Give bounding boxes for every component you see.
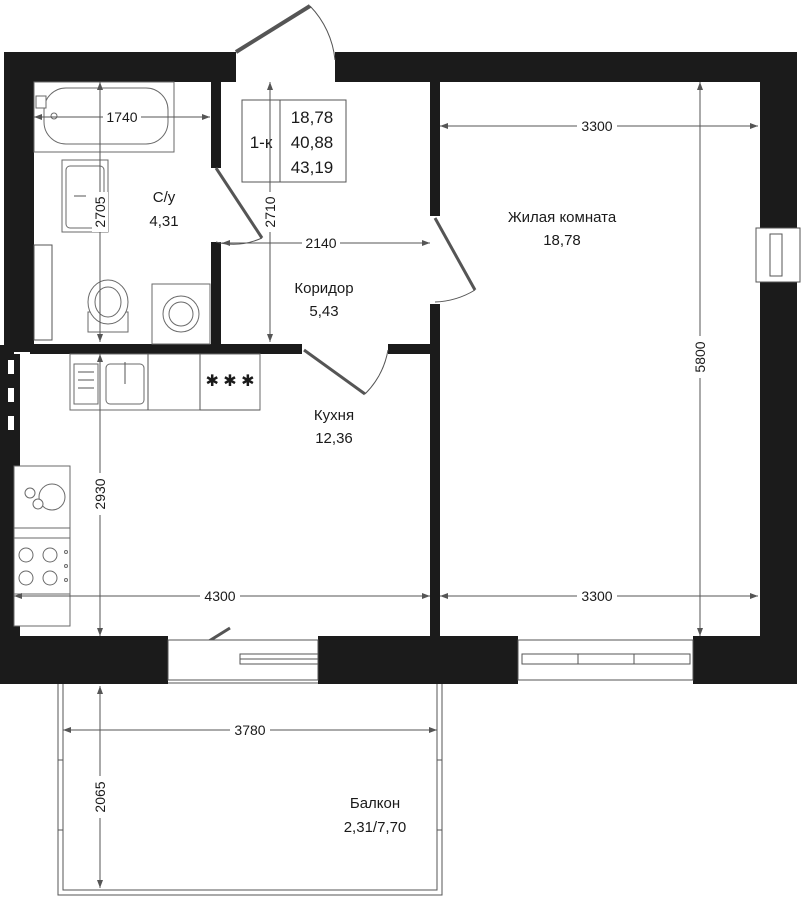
cooktop-asterisks: ✱ ✱ ✱ xyxy=(205,373,254,390)
room-area-balcony: 2,31/7,70 xyxy=(344,819,407,836)
svg-text:✱ ✱ ✱: ✱ ✱ ✱ xyxy=(205,373,254,390)
room-area-bathroom: 4,31 xyxy=(149,213,178,230)
walls xyxy=(0,52,797,684)
living-area-value: 18,78 xyxy=(291,108,334,127)
area-summary: 1-к 18,78 40,88 43,19 xyxy=(241,99,347,183)
total-area-value: 40,88 xyxy=(291,133,334,152)
washing-machine-icon xyxy=(151,283,211,345)
dim-balcony-width: 3780 xyxy=(234,722,265,738)
room-name-balcony: Балкон xyxy=(350,795,400,812)
dimension-labels: 1740 2705 2710 2140 3300 5800 3300 2930 … xyxy=(92,108,708,818)
toilet-icon xyxy=(87,279,129,333)
room-labels: С/у 4,31 Коридор 5,43 Жилая комната 18,7… xyxy=(149,189,616,836)
room-name-corridor: Коридор xyxy=(294,280,353,297)
apartment-type: 1-к xyxy=(250,133,273,152)
dim-living-width-top: 3300 xyxy=(581,118,612,134)
room-name-bathroom: С/у xyxy=(153,189,176,206)
dim-corridor-height: 2710 xyxy=(262,196,278,227)
kitchen-door xyxy=(303,348,389,396)
dim-living-width-bottom: 3300 xyxy=(581,588,612,604)
window-kitchen xyxy=(167,639,319,681)
dim-living-height: 5800 xyxy=(692,341,708,372)
bathroom-door xyxy=(214,167,264,245)
room-area-living: 18,78 xyxy=(543,232,581,249)
total-area-balcony-value: 43,19 xyxy=(291,158,334,177)
dim-kitchen-width: 4300 xyxy=(204,588,235,604)
room-area-corridor: 5,43 xyxy=(309,303,338,320)
vent-blocks-bath xyxy=(33,170,53,341)
room-name-kitchen: Кухня xyxy=(314,407,354,424)
dim-bath-width: 1740 xyxy=(106,109,137,125)
living-door xyxy=(433,217,477,303)
dimension-lines xyxy=(14,82,758,888)
dim-corridor-width: 2140 xyxy=(305,235,336,251)
dim-bath-height: 2705 xyxy=(92,196,108,227)
entrance-door xyxy=(234,4,336,61)
window-living xyxy=(517,639,694,681)
dim-kitchen-height: 2930 xyxy=(92,478,108,509)
sink-kitchen-icon xyxy=(73,362,145,405)
room-name-living: Жилая комната xyxy=(508,209,617,226)
dim-balcony-height: 2065 xyxy=(92,781,108,812)
room-area-kitchen: 12,36 xyxy=(315,430,353,447)
cooktop-icon xyxy=(13,465,71,529)
balcony-frame xyxy=(57,682,443,896)
window-living-side xyxy=(755,227,801,283)
stove-icon xyxy=(13,537,71,595)
